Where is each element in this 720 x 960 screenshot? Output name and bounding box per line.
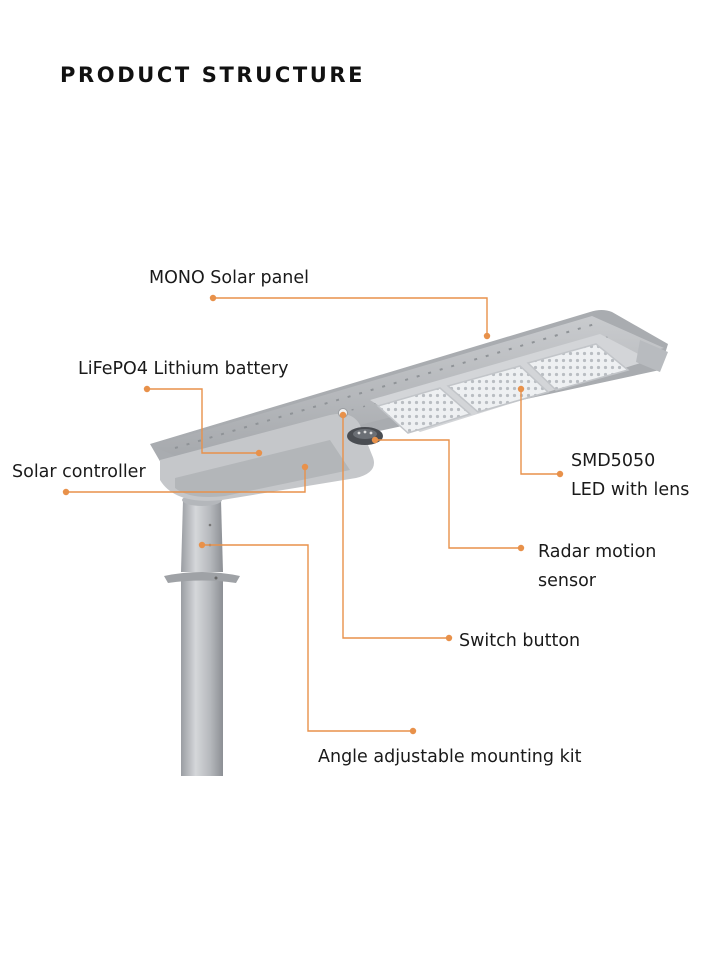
callout-dots [62, 294, 564, 735]
callout-lines [66, 297, 560, 732]
lamp-housing [150, 310, 668, 501]
callout-radar-line [375, 439, 521, 549]
callout-led-line [520, 389, 560, 475]
callout-mount-line [202, 544, 413, 732]
dot-controller [62, 488, 70, 496]
dot-battery-end [255, 449, 263, 457]
callout-battery-line [147, 388, 259, 454]
callout-switch-line [342, 415, 449, 639]
label-led-line1: SMD5050 [571, 451, 656, 471]
label-led-line2: LED with lens [571, 480, 690, 500]
led-modules [376, 343, 630, 434]
dot-controller-end [301, 463, 309, 471]
dot-battery [143, 385, 151, 393]
dot-mount-end [409, 727, 417, 735]
label-battery: LiFePO4 Lithium battery [78, 359, 289, 379]
dot-switch [339, 411, 347, 419]
dot-radar-end [517, 544, 525, 552]
page-title: PRODUCT STRUCTURE [60, 63, 366, 87]
dot-solar-panel-end [483, 332, 491, 340]
label-switch-button: Switch button [459, 631, 581, 651]
dot-solar-panel [209, 294, 217, 302]
label-radar-line2: sensor [538, 571, 596, 591]
callout-solar-panel-line [213, 297, 488, 336]
dot-radar [371, 436, 379, 444]
mounting-kit [164, 494, 240, 583]
dot-switch-end [445, 634, 453, 642]
label-radar-line1: Radar motion [538, 542, 657, 562]
callout-controller-line [66, 467, 306, 493]
dot-led [517, 385, 525, 393]
radar-sensor [347, 427, 383, 445]
dot-mount [198, 541, 206, 549]
label-mounting-kit: Angle adjustable mounting kit [318, 747, 582, 767]
pole [181, 580, 223, 776]
label-solar-controller: Solar controller [12, 462, 146, 482]
label-solar-panel: MONO Solar panel [149, 268, 310, 288]
dot-led-end [556, 470, 564, 478]
